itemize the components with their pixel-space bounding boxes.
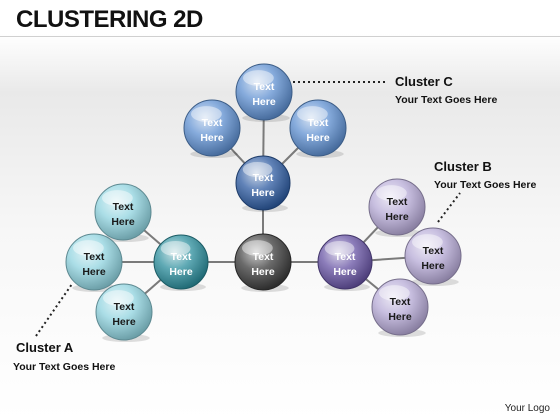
node-text-line1: Text [254, 81, 275, 93]
node-circle [235, 63, 293, 121]
node-text-line2: Here [111, 216, 135, 228]
nodes: TextHereTextHereTextHereTextHereTextHere… [65, 63, 462, 342]
node-text-line2: Here [421, 260, 445, 272]
node-circle [317, 234, 373, 290]
node-text-line1: Text [171, 251, 192, 263]
node-highlight [73, 240, 104, 256]
node-text-line2: Here [82, 266, 106, 278]
node-circle [371, 278, 429, 336]
node-circle [235, 155, 291, 211]
node-highlight [242, 240, 273, 256]
node-circle [95, 283, 153, 341]
node-text-line2: Here [200, 132, 224, 144]
callout-lines [35, 81, 461, 337]
node-text-line2: Here [306, 132, 330, 144]
node-highlight [412, 234, 443, 250]
node-circle [404, 227, 462, 285]
node-text-line1: Text [335, 251, 356, 263]
node-text-line2: Here [251, 266, 275, 278]
node-text-line2: Here [333, 266, 357, 278]
node-highlight [297, 106, 328, 122]
node-circle [183, 99, 241, 157]
title-divider [0, 36, 560, 37]
node-text-line2: Here [112, 316, 136, 328]
node-text-line1: Text [253, 251, 274, 263]
cluster-title: Cluster A [16, 340, 74, 355]
node-text-line1: Text [390, 296, 411, 308]
logo-text: Your Logo [504, 403, 550, 414]
cluster-title: Cluster B [434, 159, 492, 174]
node-text-line1: Text [253, 172, 274, 184]
cluster-title: Cluster C [395, 74, 453, 89]
node-text-line1: Text [113, 201, 134, 213]
node-highlight [103, 290, 134, 306]
node-highlight [379, 285, 410, 301]
node-highlight [324, 240, 355, 257]
node-circle [234, 233, 292, 291]
node-text-line1: Text [84, 251, 105, 263]
node-circle [65, 233, 123, 291]
node-text-line2: Here [251, 187, 275, 199]
node-text-line1: Text [308, 117, 329, 129]
node-circle [153, 234, 209, 290]
node-text-line1: Text [114, 301, 135, 313]
cluster-subtitle: Your Text Goes Here [13, 361, 115, 373]
node-highlight [242, 161, 273, 178]
node-text-line1: Text [387, 196, 408, 208]
node-highlight [160, 240, 191, 257]
cluster-subtitle: Your Text Goes Here [434, 179, 536, 191]
node-circle [94, 183, 152, 241]
node-highlight [376, 185, 407, 201]
node-text-line2: Here [385, 211, 409, 223]
node-text-line2: Here [252, 96, 276, 108]
node-highlight [243, 70, 274, 86]
node-text-line2: Here [388, 311, 412, 323]
node-text-line2: Here [169, 266, 193, 278]
callout-line [437, 192, 461, 223]
callout-line [35, 283, 73, 337]
node-highlight [102, 190, 133, 206]
slide-title: CLUSTERING 2D [16, 6, 203, 33]
node-text-line1: Text [202, 117, 223, 129]
node-highlight [191, 106, 222, 122]
node-circle [289, 99, 347, 157]
cluster-subtitle: Your Text Goes Here [395, 94, 497, 106]
node-circle [368, 178, 426, 236]
node-text-line1: Text [423, 245, 444, 257]
